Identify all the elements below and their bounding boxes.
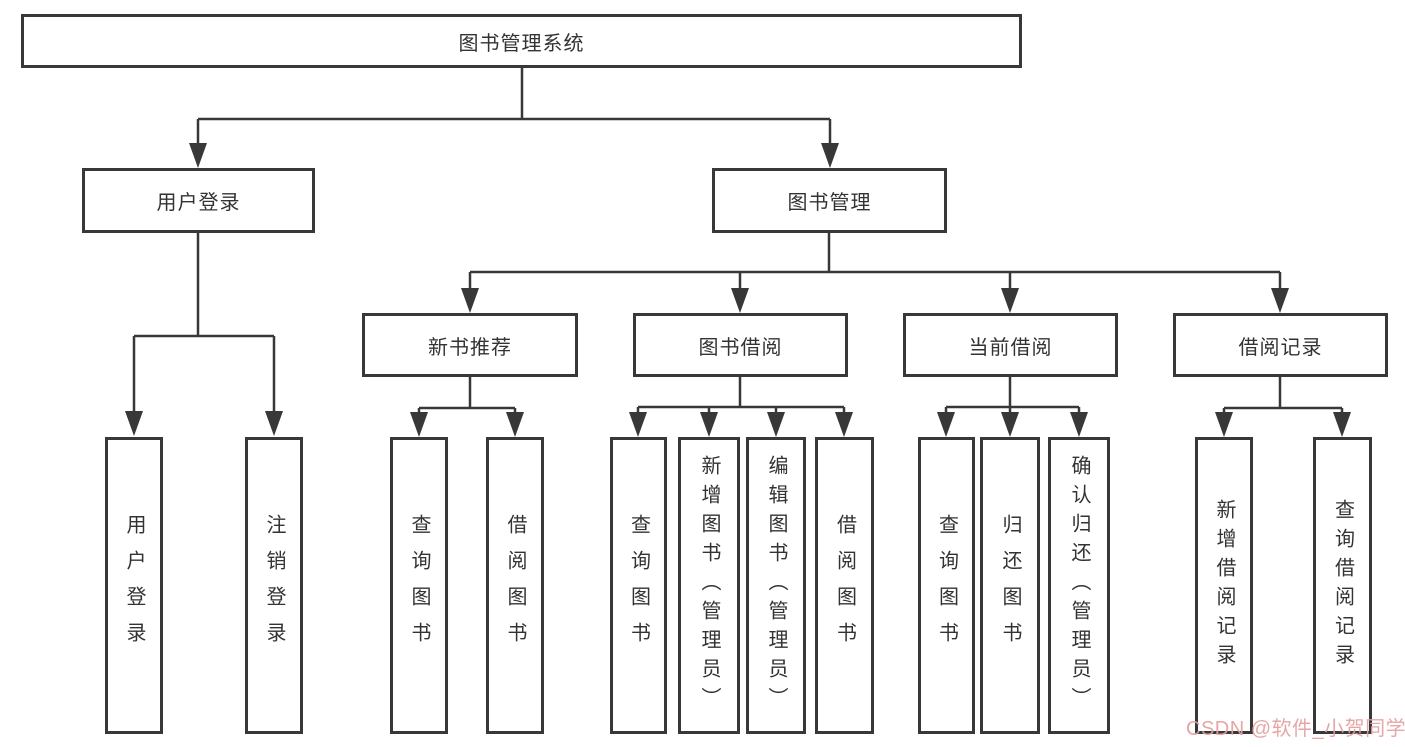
arrowhead-down-icon	[1070, 412, 1088, 437]
node-user-login: 用户登录	[82, 168, 315, 233]
node-new-book-recommend: 新书推荐	[362, 313, 578, 377]
node-label: 用户登录	[156, 192, 241, 214]
leaf-edit-books-admin: 编辑图书（管理员）	[746, 437, 806, 734]
node-book-management-system: 图书管理系统	[21, 14, 1022, 68]
arrowhead-down-icon	[506, 412, 524, 437]
connector-book-management-children	[468, 233, 1282, 292]
connector-root-to-level2	[196, 68, 832, 148]
node-label: 查询图书	[935, 513, 958, 658]
leaf-logout-login: 注销登录	[245, 437, 303, 734]
node-borrow-records: 借阅记录	[1173, 313, 1388, 377]
node-label: 归还图书	[999, 513, 1021, 658]
node-label: 新增图书（管理员）	[698, 455, 720, 716]
arrowhead-down-icon	[821, 143, 839, 168]
connector-user-login-children	[132, 233, 276, 414]
arrowhead-down-icon	[937, 412, 955, 437]
node-current-borrow: 当前借阅	[903, 313, 1118, 377]
arrowhead-down-icon	[461, 288, 479, 313]
arrowhead-down-icon	[1001, 412, 1019, 437]
leaf-query-books-current: 查询图书	[918, 437, 975, 734]
node-label: 借阅图书	[833, 513, 856, 658]
node-label: 借阅记录	[1238, 336, 1323, 359]
arrowhead-down-icon	[1271, 288, 1289, 313]
arrowhead-down-icon	[700, 412, 718, 437]
node-book-borrow: 图书借阅	[633, 313, 848, 377]
node-label: 当前借阅	[968, 336, 1053, 359]
connector-current-borrow-children	[944, 376, 1081, 414]
csdn-watermark: CSDN @软件_小贺同学	[1186, 718, 1405, 740]
arrowhead-down-icon	[767, 412, 785, 437]
node-label: 借阅图书	[504, 513, 526, 658]
node-book-management: 图书管理	[712, 168, 947, 233]
leaf-query-books-borrow: 查询图书	[610, 437, 667, 734]
leaf-add-borrow-record: 新增借阅记录	[1195, 437, 1253, 734]
node-label: 新增借阅记录	[1213, 498, 1235, 673]
connector-new-book-children	[417, 376, 517, 414]
node-label: 编辑图书（管理员）	[765, 455, 787, 716]
arrowhead-down-icon	[265, 411, 283, 436]
leaf-borrow-books-recommend: 借阅图书	[486, 437, 544, 734]
node-label: 查询图书	[408, 513, 430, 658]
arrowhead-down-icon	[1001, 288, 1019, 313]
node-label: 图书管理	[787, 192, 872, 214]
node-label: 查询借阅记录	[1331, 498, 1354, 673]
arrowhead-down-icon	[1333, 412, 1351, 437]
node-label: 图书管理系统	[458, 32, 585, 55]
arrowhead-down-icon	[125, 411, 143, 436]
connector-book-borrow-children	[636, 376, 846, 414]
arrowhead-down-icon	[835, 412, 853, 437]
leaf-confirm-return-admin: 确认归还（管理员）	[1048, 437, 1110, 734]
node-label: 注销登录	[263, 513, 285, 658]
node-label: 新书推荐	[428, 336, 512, 359]
node-label: 图书借阅	[698, 336, 783, 359]
leaf-return-books: 归还图书	[980, 437, 1040, 734]
leaf-borrow-books: 借阅图书	[815, 437, 874, 734]
leaf-user-login: 用户登录	[105, 437, 163, 734]
node-label: 查询图书	[627, 513, 650, 658]
leaf-query-borrow-record: 查询借阅记录	[1313, 437, 1372, 734]
arrowhead-down-icon	[1215, 412, 1233, 437]
arrowhead-down-icon	[629, 412, 647, 437]
arrowhead-down-icon	[189, 143, 207, 168]
connector-borrow-records-children	[1222, 376, 1344, 414]
leaf-add-books-admin: 新增图书（管理员）	[678, 437, 740, 734]
arrowhead-down-icon	[731, 288, 749, 313]
node-label: 用户登录	[123, 513, 145, 658]
arrowhead-down-icon	[410, 412, 428, 437]
leaf-query-books-recommend: 查询图书	[390, 437, 448, 734]
node-label: 确认归还（管理员）	[1068, 455, 1090, 716]
